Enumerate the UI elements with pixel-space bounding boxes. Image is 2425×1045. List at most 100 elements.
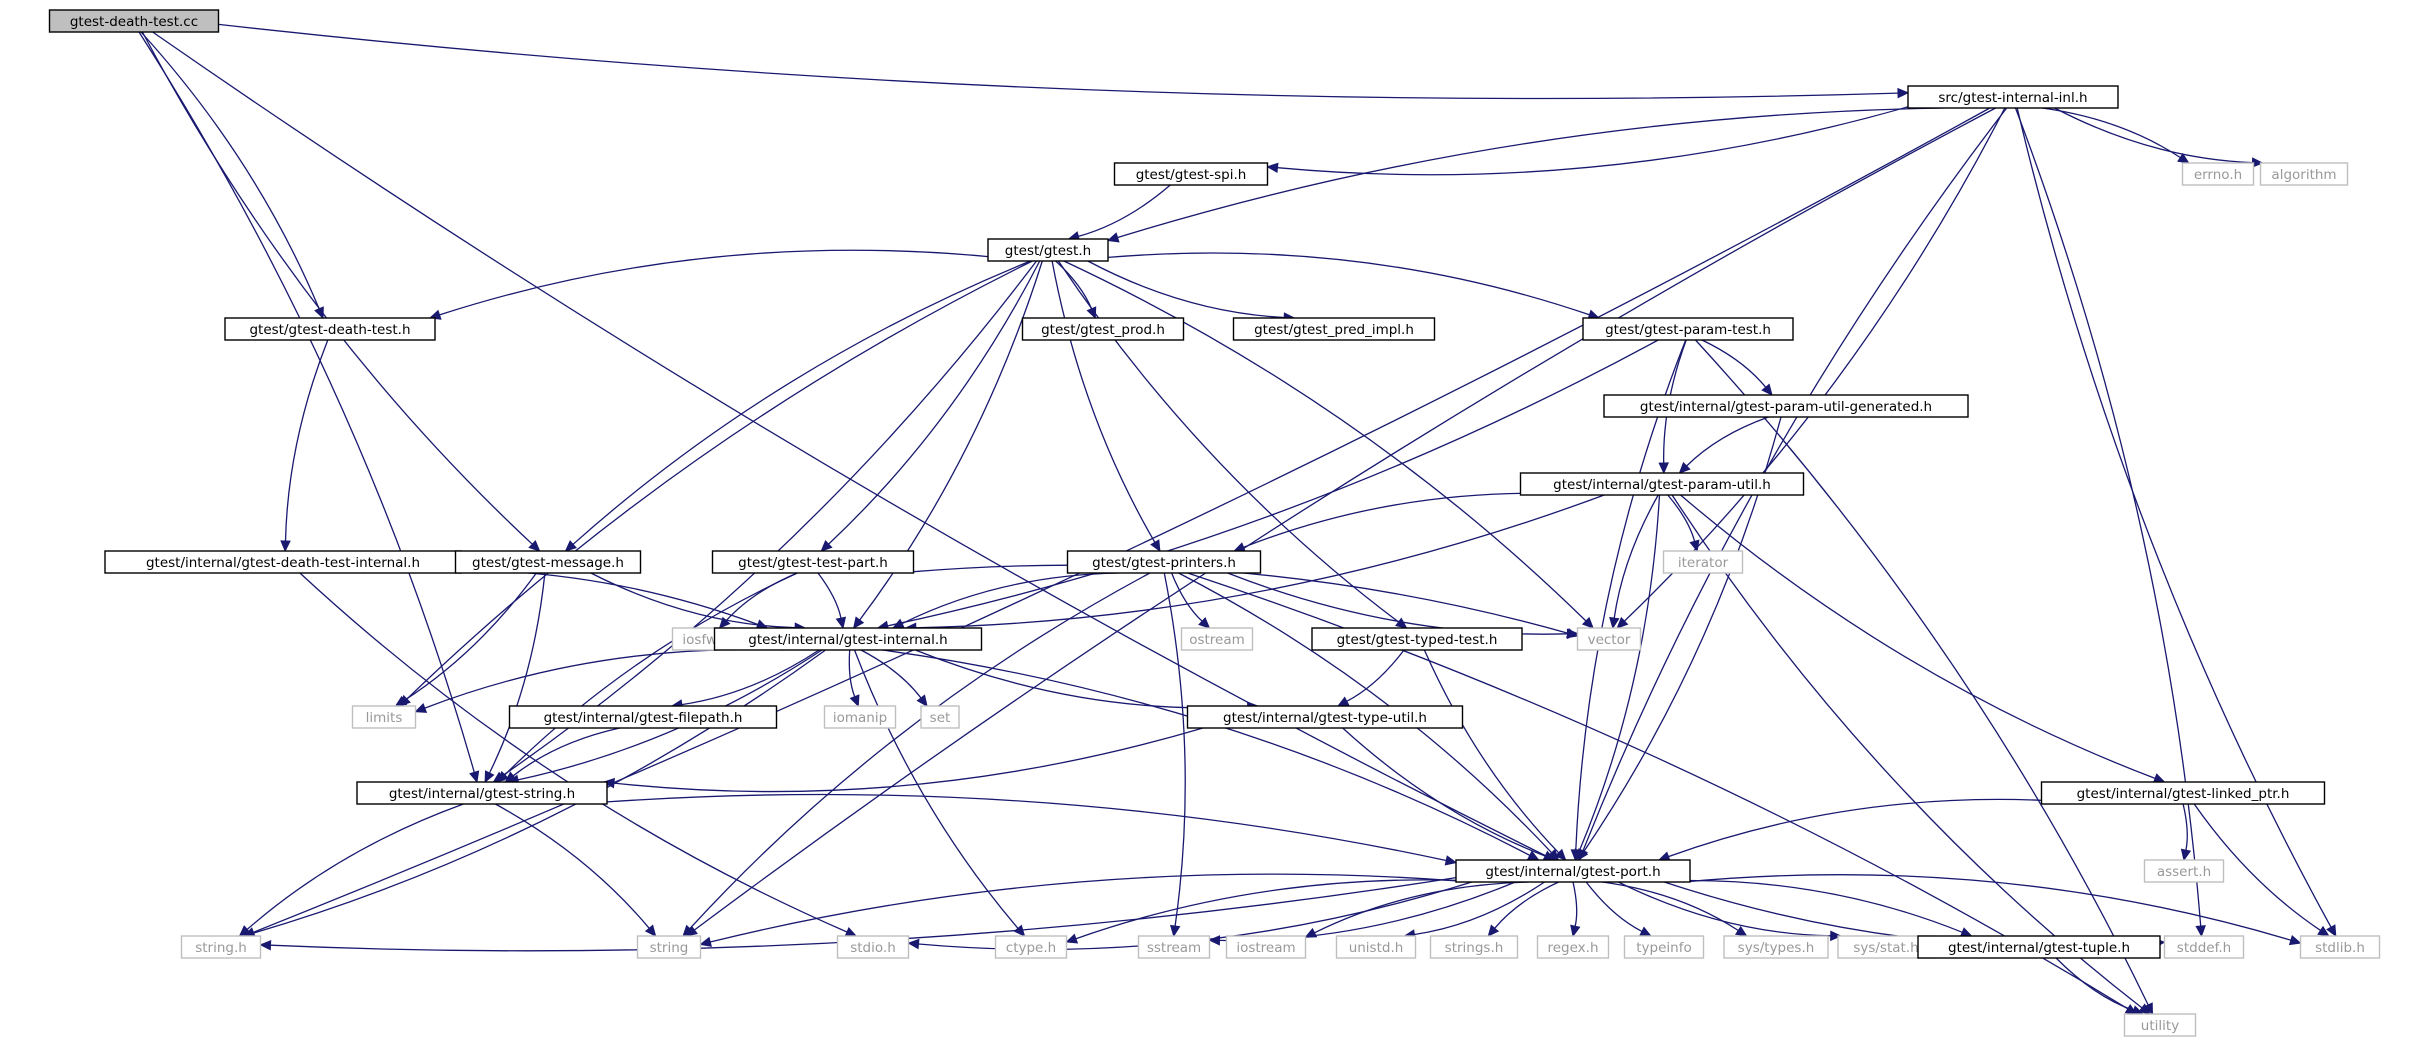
node-gtest-internal-gtest-type-util-h[interactable]: gtest/internal/gtest-type-util.h: [1186, 705, 1464, 729]
arrowhead-gtest-gtest-printers-h-to-string: [682, 924, 695, 937]
node-src-gtest-internal-inl-h[interactable]: src/gtest-internal-inl.h: [1907, 85, 2119, 109]
node-box-typeinfo: [1623, 935, 1705, 959]
node-gtest-gtest-message-h[interactable]: gtest/gtest-message.h: [454, 550, 642, 574]
arrowhead-gtest-internal-gtest-port-h-to-stdio-h: [907, 938, 920, 950]
edge-src-gtest-internal-inl-h-to-vector: [1623, 107, 2006, 622]
node-label-errno-h: errno.h: [2194, 167, 2242, 183]
node-box-gtest-gtest-param-test-h: [1582, 317, 1794, 341]
edges-layer: [138, 23, 2337, 1016]
arrowhead-gtest-gtest-printers-h-to-vector: [1566, 628, 1579, 640]
node-label-gtest-internal-gtest-type-util-h: gtest/internal/gtest-type-util.h: [1223, 710, 1427, 726]
node-gtest-internal-gtest-internal-h[interactable]: gtest/internal/gtest-internal.h: [713, 627, 983, 651]
node-label-gtest-gtest-typed-test-h: gtest/gtest-typed-test.h: [1337, 632, 1498, 648]
node-gtest-gtest-death-test-h[interactable]: gtest/gtest-death-test.h: [224, 317, 436, 341]
edge-gtest-internal-gtest-internal-h-to-gtest-internal-gtest-filepath-h: [681, 649, 820, 706]
edge-gtest-internal-gtest-type-util-h-to-gtest-internal-gtest-string-h: [613, 727, 1204, 793]
edge-gtest-gtest-typed-test-h-to-gtest-internal-gtest-type-util-h: [1346, 649, 1405, 702]
edge-src-gtest-internal-inl-h-to-algorithm: [2054, 107, 2253, 164]
arrowhead-gtest-internal-gtest-filepath-h-to-gtest-internal-gtest-string-h: [504, 771, 517, 783]
arrowhead-gtest-gtest-test-part-h-to-gtest-internal-gtest-string-h: [496, 770, 509, 783]
edge-gtest-internal-gtest-internal-h-to-iomanip: [848, 649, 856, 697]
edge-gtest-internal-gtest-string-h-to-gtest-internal-gtest-port-h: [606, 793, 1447, 862]
edge-gtest-gtest-test-part-h-to-iosfwd: [725, 572, 798, 622]
node-box-sys-types-h: [1723, 935, 1829, 959]
node-gtest-internal-gtest-port-h[interactable]: gtest/internal/gtest-port.h: [1455, 859, 1691, 883]
node-errno-h: errno.h: [2181, 162, 2255, 186]
node-box-gtest-gtest-test-part-h: [711, 550, 915, 574]
arrowhead-gtest-internal-gtest-internal-h-to-limits: [414, 702, 428, 713]
node-label-set: set: [930, 710, 951, 726]
node-box-gtest-internal-gtest-param-util-generated-h: [1603, 394, 1969, 418]
edge-gtest-internal-gtest-port-h-to-strings-h: [1494, 881, 1559, 929]
node-gtest-gtest-prod-h[interactable]: gtest/gtest_prod.h: [1021, 317, 1185, 341]
node-label-gtest-gtest-death-test-h: gtest/gtest-death-test.h: [249, 322, 410, 338]
edge-gtest-gtest-printers-h-to-gtest-internal-gtest-port-h: [1178, 572, 1553, 854]
node-box-errno-h: [2181, 162, 2255, 186]
node-gtest-gtest-h[interactable]: gtest/gtest.h: [987, 238, 1109, 262]
node-box-assert-h: [2143, 859, 2225, 883]
arrowhead-src-gtest-internal-inl-h-to-stddef-h: [2195, 925, 2206, 938]
node-label-gtest-internal-gtest-internal-h: gtest/internal/gtest-internal.h: [748, 632, 947, 648]
arrowhead-gtest-gtest-printers-h-to-sstream: [1170, 924, 1181, 938]
arrowhead-gtest-gtest-h-to-gtest-gtest-message-h: [564, 540, 577, 552]
node-label-gtest-internal-gtest-port-h: gtest/internal/gtest-port.h: [1485, 864, 1660, 880]
node-box-gtest-internal-gtest-internal-h: [713, 627, 983, 651]
node-gtest-gtest-test-part-h[interactable]: gtest/gtest-test-part.h: [711, 550, 915, 574]
node-gtest-internal-gtest-death-test-internal-h[interactable]: gtest/internal/gtest-death-test-internal…: [104, 550, 462, 574]
edge-gtest-internal-gtest-port-h-to-iostream: [1314, 881, 1529, 934]
node-gtest-internal-gtest-filepath-h[interactable]: gtest/internal/gtest-filepath.h: [508, 705, 778, 729]
node-label-string-h: string.h: [195, 940, 247, 956]
node-box-regex-h: [1536, 935, 1610, 959]
edge-gtest-gtest-param-test-h-to-gtest-internal-gtest-internal-h: [887, 339, 1659, 627]
arrowhead-gtest-gtest-test-part-h-to-gtest-internal-gtest-internal-h: [835, 616, 847, 630]
edge-src-gtest-internal-inl-h-to-errno-h: [2042, 107, 2181, 159]
arrowhead-gtest-gtest-h-to-vector: [1581, 616, 1594, 629]
edge-gtest-internal-gtest-port-h-to-regex-h: [1572, 881, 1578, 927]
node-box-string: [636, 935, 702, 959]
node-gtest-internal-gtest-linked-ptr-h[interactable]: gtest/internal/gtest-linked_ptr.h: [2040, 781, 2326, 805]
edge-gtest-internal-gtest-param-util-h-to-gtest-internal-gtest-linked-ptr-h: [1680, 494, 2156, 780]
arrowhead-src-gtest-internal-inl-h-to-errno-h: [2177, 152, 2190, 164]
node-gtest-death-test-cc[interactable]: gtest-death-test.cc: [48, 9, 220, 33]
node-box-string-h: [180, 935, 262, 959]
node-label-stddef-h: stddef.h: [2177, 940, 2231, 956]
node-label-gtest-internal-gtest-linked-ptr-h: gtest/internal/gtest-linked_ptr.h: [2077, 786, 2290, 802]
node-gtest-gtest-printers-h[interactable]: gtest/gtest-printers.h: [1066, 550, 1262, 574]
node-box-utility: [2123, 1013, 2197, 1037]
edge-gtest-gtest-h-to-gtest-gtest-message-h: [572, 260, 1031, 545]
arrowhead-gtest-death-test-cc-to-gtest-internal-gtest-string-h: [469, 770, 480, 784]
node-gtest-internal-gtest-param-util-h[interactable]: gtest/internal/gtest-param-util.h: [1519, 472, 1805, 496]
edge-src-gtest-internal-inl-h-to-gtest-internal-gtest-port-h: [1582, 107, 2008, 851]
node-gtest-gtest-typed-test-h[interactable]: gtest/gtest-typed-test.h: [1311, 627, 1523, 651]
node-gtest-internal-gtest-param-util-generated-h[interactable]: gtest/internal/gtest-param-util-generate…: [1603, 394, 1969, 418]
node-gtest-gtest-param-test-h[interactable]: gtest/gtest-param-test.h: [1582, 317, 1794, 341]
arrowhead-gtest-internal-gtest-port-h-to-strings-h: [1487, 924, 1500, 937]
node-label-string: string: [650, 940, 689, 956]
arrowhead-gtest-gtest-printers-h-to-ostream: [1198, 616, 1211, 629]
node-gtest-gtest-pred-impl-h[interactable]: gtest/gtest_pred_impl.h: [1232, 317, 1436, 341]
arrowhead-gtest-internal-gtest-type-util-h-to-gtest-internal-gtest-string-h: [602, 777, 615, 789]
edge-gtest-gtest-h-to-gtest-gtest-printers-h: [1051, 260, 1156, 543]
arrowhead-gtest-death-test-cc-to-gtest-gtest-message-h: [528, 539, 541, 552]
edge-gtest-internal-gtest-param-util-h-to-vector: [1613, 494, 1659, 619]
node-box-iostream: [1225, 935, 1307, 959]
arrowhead-gtest-internal-gtest-linked-ptr-h-to-assert-h: [2180, 848, 2192, 862]
node-gtest-internal-gtest-string-h[interactable]: gtest/internal/gtest-string.h: [356, 781, 608, 805]
arrowhead-gtest-gtest-message-h-to-gtest-internal-gtest-string-h: [484, 770, 495, 784]
edge-src-gtest-internal-inl-h-to-stddef-h: [2014, 107, 2202, 927]
node-sys-stat-h: sys/stat.h: [1837, 935, 1935, 959]
arrowhead-gtest-internal-gtest-port-h-to-string-h: [259, 939, 272, 951]
edge-src-gtest-internal-inl-h-to-string: [694, 107, 1996, 931]
arrowhead-gtest-gtest-param-test-h-to-gtest-internal-gtest-param-util-h: [1658, 462, 1669, 475]
edge-gtest-internal-gtest-port-h-to-stdlib-h: [1683, 874, 2292, 941]
arrowhead-gtest-internal-gtest-port-h-to-regex-h: [1570, 924, 1581, 938]
node-sys-types-h: sys/types.h: [1723, 935, 1829, 959]
node-label-sstream: sstream: [1147, 940, 1201, 956]
node-gtest-internal-gtest-tuple-h[interactable]: gtest/internal/gtest-tuple.h: [1917, 935, 2161, 959]
arrowhead-gtest-gtest-h-to-gtest-internal-gtest-internal-h: [852, 616, 865, 629]
node-box-set: [920, 705, 960, 729]
node-gtest-gtest-spi-h[interactable]: gtest/gtest-spi.h: [1113, 162, 1269, 186]
edge-gtest-gtest-param-test-h-to-gtest-internal-gtest-param-util-generated-h: [1701, 339, 1767, 388]
node-regex-h: regex.h: [1536, 935, 1610, 959]
